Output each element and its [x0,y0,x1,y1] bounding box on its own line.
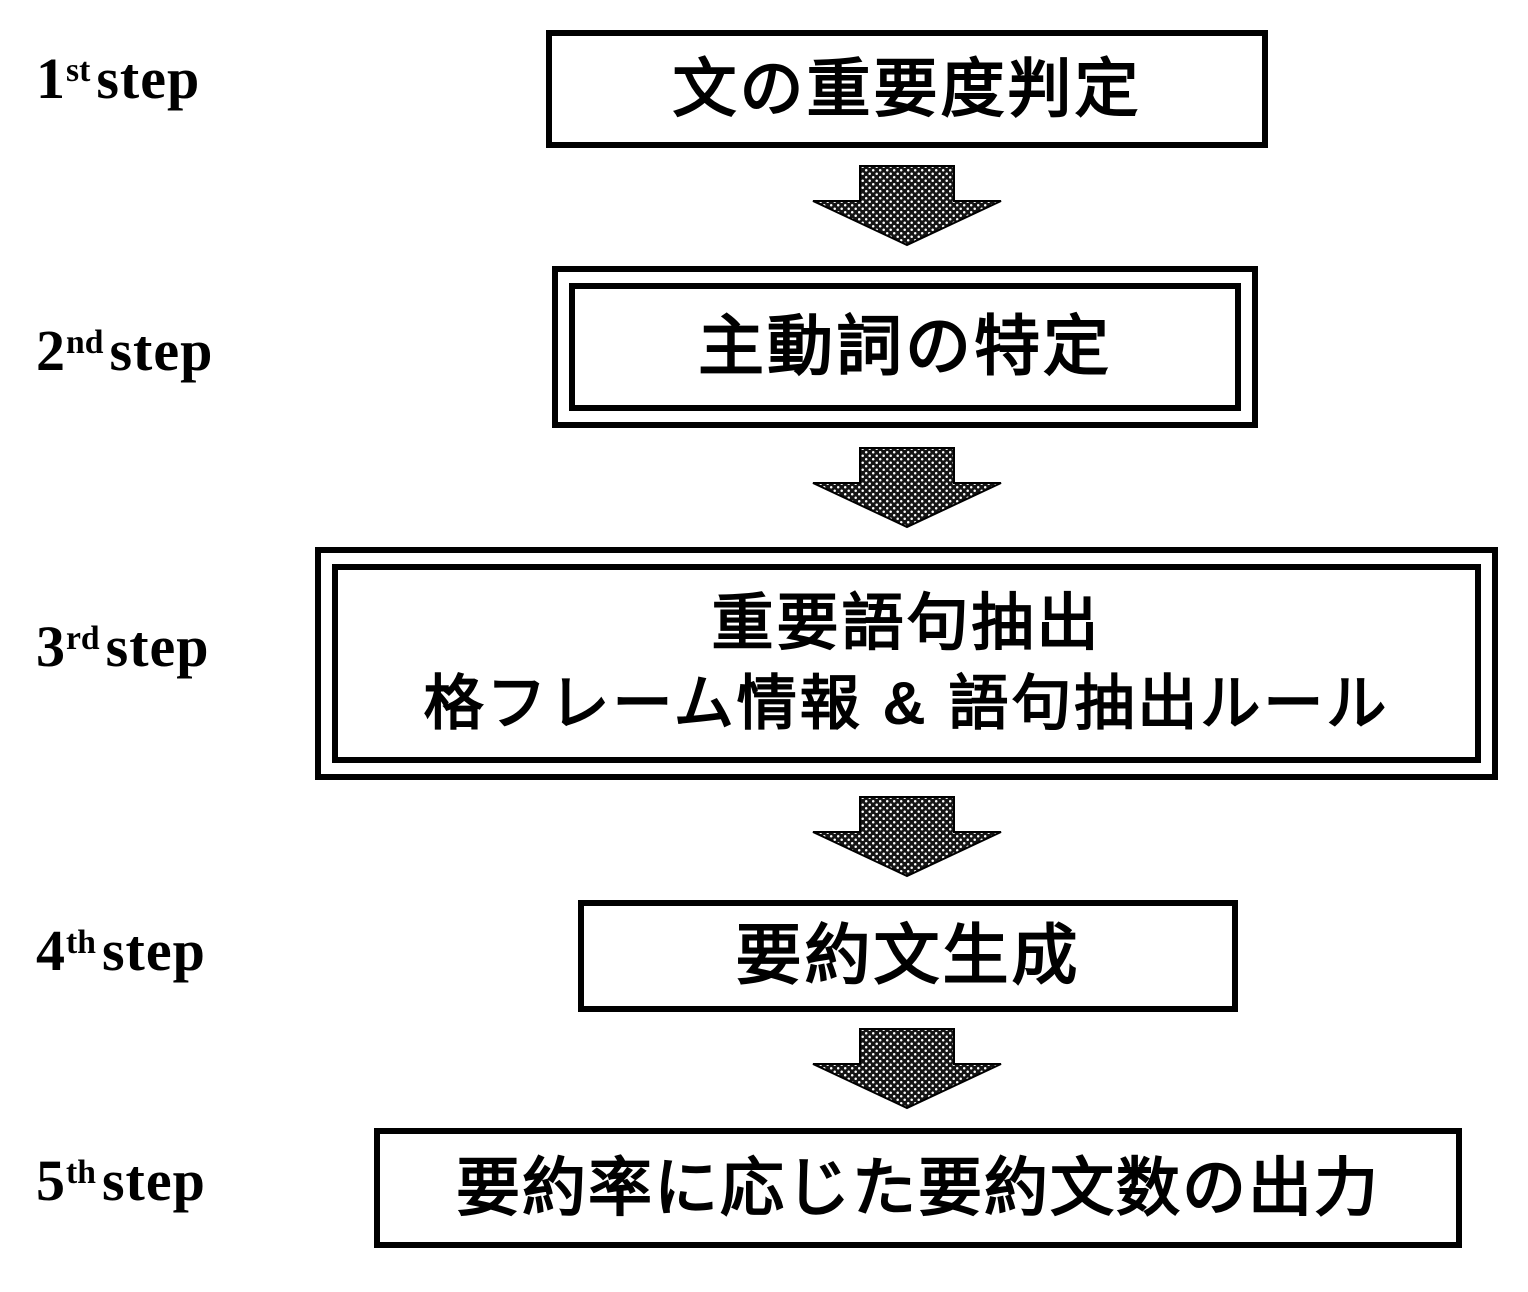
step-number: 4 [36,918,66,983]
step-ordinal: st [66,51,91,89]
process-box-step3: 重要語句抽出 格フレーム情報 & 語句抽出ルール [315,547,1498,780]
process-box-step5: 要約率に応じた要約文数の出力 [374,1128,1462,1248]
step-word: step [101,918,206,983]
step-word: step [101,1148,206,1213]
down-arrow-1 [812,165,1002,247]
process-box-step3-inner-border: 重要語句抽出 格フレーム情報 & 語句抽出ルール [332,564,1481,763]
process-box-step2-inner-border: 主動詞の特定 [569,283,1241,411]
step-ordinal: rd [66,619,100,657]
process-box-step3-line1: 重要語句抽出 [711,589,1102,659]
process-box-step4: 要約文生成 [578,900,1238,1012]
down-arrow-4 [812,1028,1002,1110]
step-ordinal: th [66,923,96,961]
process-box-step2: 主動詞の特定 [552,266,1258,428]
process-box-step5-text: 要約率に応じた要約文数の出力 [456,1151,1380,1224]
step-number: 1 [36,46,66,111]
process-box-step1-text: 文の重要度判定 [672,52,1142,125]
step-number: 5 [36,1148,66,1213]
process-box-step2-text: 主動詞の特定 [698,309,1112,384]
step-number: 2 [36,318,66,383]
down-arrow-3 [812,796,1002,878]
process-box-step4-text: 要約文生成 [735,918,1081,993]
process-box-step1: 文の重要度判定 [546,30,1268,148]
process-box-step3-line2: 格フレーム情報 & 語句抽出ルール [423,669,1390,737]
step-word: step [109,318,214,383]
step-ordinal: th [66,1153,96,1191]
step-number: 3 [36,614,66,679]
step-word: step [105,614,210,679]
down-arrow-2 [812,447,1002,529]
step-word: step [96,46,201,111]
step-ordinal: nd [66,323,104,361]
